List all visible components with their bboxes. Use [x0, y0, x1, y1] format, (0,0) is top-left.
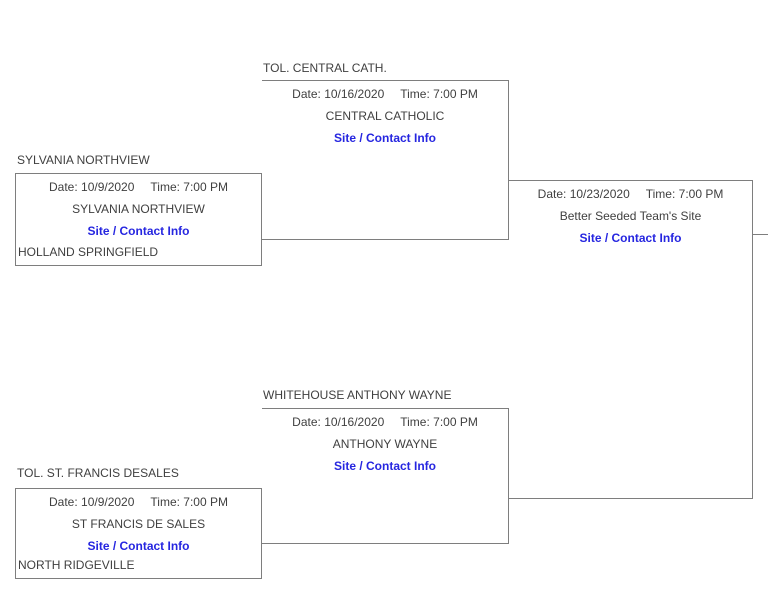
team-label-top-seed-2: TOL. ST. FRANCIS DESALES — [17, 466, 179, 480]
game-box-final: Date: 10/23/2020 Time: 7:00 PM Better See… — [509, 180, 753, 499]
team-label-central-catholic: TOL. CENTRAL CATH. — [263, 61, 387, 75]
game-info: Date: 10/16/2020 Time: 7:00 PM CENTRAL CA… — [262, 81, 508, 149]
game-time: Time: 7:00 PM — [400, 415, 478, 429]
game-datetime: Date: 10/23/2020 Time: 7:00 PM — [509, 183, 752, 205]
game-date: Date: 10/16/2020 — [292, 87, 385, 101]
game-datetime: Date: 10/9/2020 Time: 7:00 PM — [16, 176, 261, 198]
game-box-round1-top: Date: 10/9/2020 Time: 7:00 PM SYLVANIA NO… — [15, 173, 262, 266]
game-box-round1-bottom: Date: 10/9/2020 Time: 7:00 PM ST FRANCIS … — [15, 488, 262, 579]
game-box-semifinal-bottom: Date: 10/16/2020 Time: 7:00 PM ANTHONY WA… — [262, 408, 509, 544]
game-time: Time: 7:00 PM — [150, 495, 228, 509]
site-contact-link[interactable]: Site / Contact Info — [579, 231, 682, 245]
team-label-top-seed-1: SYLVANIA NORTHVIEW — [17, 153, 150, 167]
champion-line — [753, 234, 768, 235]
game-date: Date: 10/9/2020 — [49, 495, 135, 509]
site-contact-link[interactable]: Site / Contact Info — [334, 131, 436, 145]
site-contact-link[interactable]: Site / Contact Info — [334, 459, 436, 473]
game-datetime: Date: 10/16/2020 Time: 7:00 PM — [262, 411, 508, 433]
site-contact-link[interactable]: Site / Contact Info — [87, 224, 190, 238]
game-date: Date: 10/16/2020 — [292, 415, 385, 429]
game-date: Date: 10/9/2020 — [49, 180, 135, 194]
game-site-name: ST FRANCIS DE SALES — [71, 517, 206, 531]
team-label-bottom-seed-2: NORTH RIDGEVILLE — [18, 558, 135, 572]
game-time: Time: 7:00 PM — [645, 187, 724, 201]
game-time: Time: 7:00 PM — [400, 87, 478, 101]
game-info: Date: 10/9/2020 Time: 7:00 PM SYLVANIA NO… — [16, 174, 261, 242]
team-label-anthony-wayne: WHITEHOUSE ANTHONY WAYNE — [263, 388, 452, 402]
game-site-name: CENTRAL CATHOLIC — [325, 109, 445, 123]
game-site-name: SYLVANIA NORTHVIEW — [72, 202, 205, 216]
game-info: Date: 10/9/2020 Time: 7:00 PM ST FRANCIS … — [16, 489, 261, 557]
game-date: Date: 10/23/2020 — [537, 187, 630, 201]
game-info: Date: 10/23/2020 Time: 7:00 PM Better See… — [509, 181, 752, 249]
game-time: Time: 7:00 PM — [150, 180, 228, 194]
game-info: Date: 10/16/2020 Time: 7:00 PM ANTHONY WA… — [262, 409, 508, 477]
game-site-name: ANTHONY WAYNE — [332, 437, 438, 451]
site-contact-link[interactable]: Site / Contact Info — [87, 539, 190, 553]
game-site-name: Better Seeded Team's Site — [559, 209, 702, 223]
team-label-bottom-seed-1: HOLLAND SPRINGFIELD — [18, 245, 159, 259]
game-box-semifinal-top: Date: 10/16/2020 Time: 7:00 PM CENTRAL CA… — [262, 80, 509, 240]
game-datetime: Date: 10/16/2020 Time: 7:00 PM — [262, 83, 508, 105]
game-datetime: Date: 10/9/2020 Time: 7:00 PM — [16, 491, 261, 513]
